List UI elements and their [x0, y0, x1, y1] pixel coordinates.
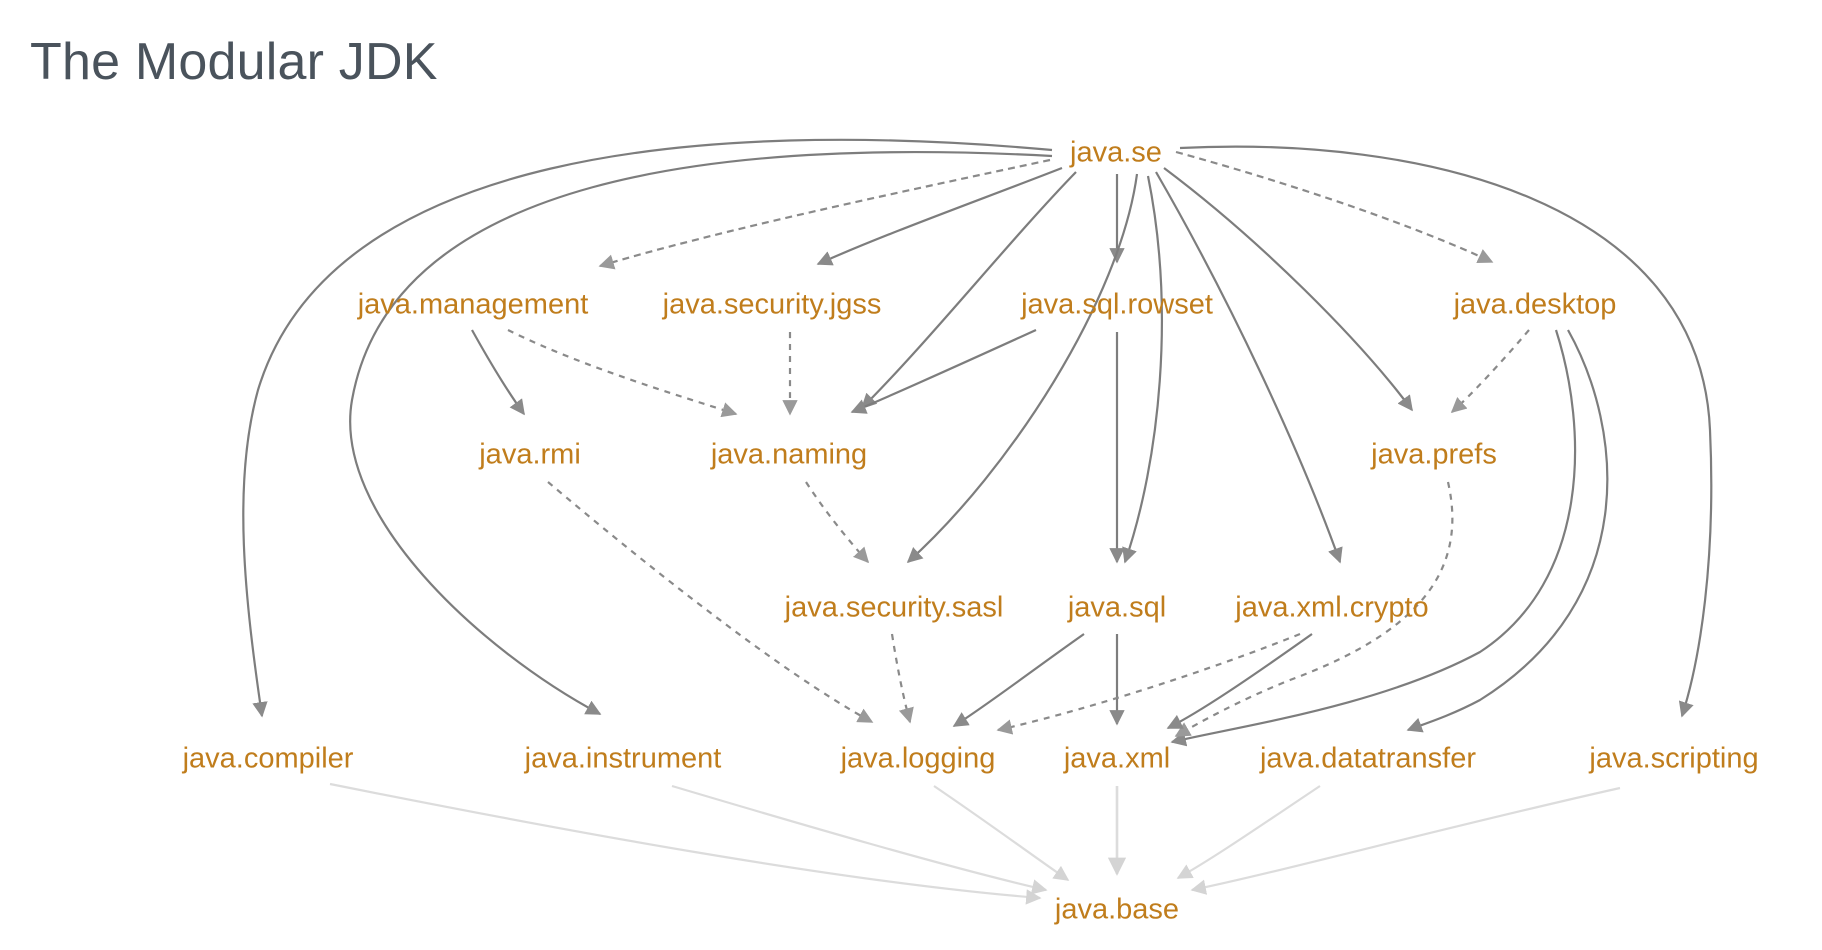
node-java-prefs[interactable]: java.prefs: [1371, 438, 1497, 471]
edge-java.se-to-java.prefs: [1163, 167, 1413, 412]
node-java-logging[interactable]: java.logging: [840, 742, 996, 775]
edge-java.se-to-java.security.jgss: [816, 166, 1063, 266]
node-java-datatransfer[interactable]: java.datatransfer: [1259, 742, 1477, 775]
node-java-xml[interactable]: java.xml: [1063, 742, 1171, 775]
node-java-xml-crypto[interactable]: java.xml.crypto: [1235, 591, 1429, 624]
edge-java.management-to-java.rmi: [471, 329, 525, 416]
edge-java.se-to-java.instrument: [349, 150, 1053, 715]
edge-java.desktop-to-java.prefs: [1450, 329, 1530, 414]
edge-java.instrument-to-java.base: [671, 784, 1048, 895]
node-java-management[interactable]: java.management: [357, 288, 589, 321]
edge-java.prefs-to-java.xml: [1174, 481, 1454, 737]
node-java-naming[interactable]: java.naming: [710, 438, 868, 471]
edge-java.se-to-java.naming: [860, 171, 1077, 410]
node-java-scripting[interactable]: java.scripting: [1589, 742, 1759, 775]
edge-java.compiler-to-java.base: [329, 782, 1042, 905]
edge-java.se-to-java.scripting: [1179, 145, 1713, 718]
edge-java.se-to-java.sql: [1122, 175, 1163, 564]
edge-group-row2: [471, 328, 1609, 747]
page-title: The Modular JDK: [30, 33, 438, 91]
node-java-sql-rowset[interactable]: java.sql.rowset: [1021, 288, 1213, 321]
node-java-sql[interactable]: java.sql: [1067, 591, 1167, 624]
edge-group-java-se: [242, 138, 1713, 718]
edge-java.naming-to-java.security.sasl: [805, 481, 870, 564]
node-java-desktop[interactable]: java.desktop: [1453, 288, 1617, 321]
edge-java.security.sasl-to-java.logging: [890, 633, 914, 724]
edge-java.se-to-java.compiler: [242, 138, 1053, 718]
node-java-instrument[interactable]: java.instrument: [524, 742, 722, 775]
edge-java.logging-to-java.base: [933, 785, 1070, 881]
edge-java.sql-to-java.logging: [952, 633, 1085, 727]
edge-java.se-to-java.desktop: [1175, 150, 1494, 264]
node-java-base[interactable]: java.base: [1054, 893, 1180, 926]
node-java-security-jgss[interactable]: java.security.jgss: [662, 288, 882, 321]
edge-group-row3: [547, 481, 1454, 737]
node-java-compiler[interactable]: java.compiler: [182, 742, 354, 775]
node-java-security-sasl[interactable]: java.security.sasl: [784, 591, 1004, 624]
edge-java.rmi-to-java.logging: [547, 481, 874, 723]
edge-java.se-to-java.xml.crypto: [1155, 171, 1343, 564]
edge-java.desktop-to-java.datatransfer: [1406, 329, 1609, 733]
edge-java.datatransfer-to-java.base: [1176, 785, 1321, 879]
node-java-se[interactable]: java.se: [1070, 136, 1162, 169]
edge-group-to-base: [329, 782, 1621, 905]
edge-java.sql.rowset-to-java.naming: [850, 328, 1037, 414]
edge-group-row4: [890, 632, 1313, 735]
edge-java.management-to-java.naming: [507, 329, 738, 418]
edge-java.se-to-java.management: [598, 158, 1051, 270]
edge-java.desktop-to-java.xml: [1170, 329, 1577, 747]
edge-java.se-to-java.security.sasl: [906, 173, 1139, 564]
edge-java.scripting-to-java.base: [1190, 786, 1621, 895]
edge-java.xml.crypto-to-java.xml: [1166, 633, 1313, 729]
node-java-rmi[interactable]: java.rmi: [479, 438, 581, 471]
